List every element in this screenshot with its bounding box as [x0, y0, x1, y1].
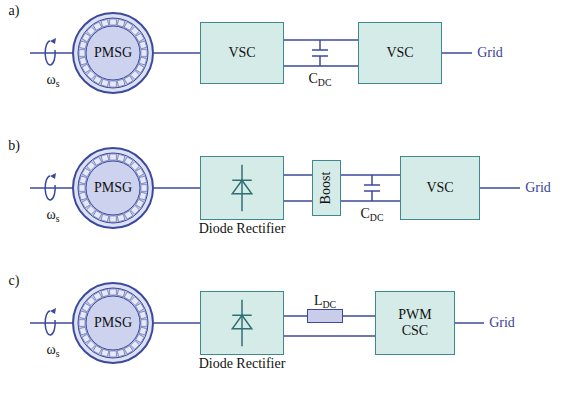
- connector-wire: [284, 315, 307, 317]
- rotation-arrow: [45, 311, 55, 335]
- arrow-head: [50, 38, 56, 44]
- symbol-label: ωs: [46, 342, 59, 357]
- connector-wire: [343, 315, 375, 317]
- symbol-label: ωs: [46, 207, 59, 222]
- panel-label: b): [8, 138, 20, 153]
- grid-label: Grid: [489, 315, 515, 330]
- connector-wire: [284, 335, 375, 337]
- arrow-head: [50, 173, 56, 179]
- inductor-box: LDC: [307, 309, 343, 323]
- panel-label: a): [9, 3, 20, 18]
- shaft: [30, 187, 73, 189]
- symbol-label: ωs: [46, 72, 59, 87]
- capacitor-symbol: [312, 40, 328, 66]
- symbol-label: CDC: [309, 71, 332, 86]
- converter-box: VSC: [400, 156, 480, 220]
- shaft: [30, 52, 73, 54]
- component-label: Diode Rectifier: [199, 221, 286, 237]
- converter-label: VSC: [386, 45, 413, 61]
- converter-label: PWM CSC: [398, 307, 431, 339]
- grid-line: [442, 52, 472, 54]
- converter-label: Boost: [318, 172, 334, 205]
- connector-wire: [154, 187, 200, 189]
- connector-wire: [284, 40, 358, 66]
- component-label: LDC: [314, 293, 336, 309]
- connector-wire: [284, 175, 312, 201]
- converter-box: Diode Rectifier: [200, 156, 284, 220]
- converter-label: VSC: [228, 45, 255, 61]
- generator-label: PMSG: [94, 315, 132, 331]
- grid-label: Grid: [477, 45, 503, 60]
- converter-box: VSC: [200, 22, 284, 84]
- converter-label: VSC: [426, 180, 453, 196]
- generator-label: PMSG: [94, 45, 132, 61]
- converter-box: VSC: [358, 22, 442, 84]
- generator-circle: PMSG: [72, 12, 154, 94]
- generator-circle: PMSG: [72, 147, 154, 229]
- panel-label: c): [9, 273, 20, 288]
- converter-box: Boost: [312, 160, 340, 216]
- connector-wire: [154, 322, 200, 324]
- converter-box: Diode Rectifier: [200, 291, 284, 355]
- generator-label: PMSG: [94, 180, 132, 196]
- converter-box: PWM CSC: [375, 291, 455, 355]
- grid-line: [480, 187, 520, 189]
- component-label: Diode Rectifier: [199, 356, 286, 372]
- arrow-head: [50, 308, 56, 314]
- diode-symbol: [201, 292, 283, 354]
- rotation-arrow: [45, 41, 55, 65]
- shaft: [30, 322, 73, 324]
- connector-wire: [341, 175, 400, 201]
- generator-circle: PMSG: [72, 282, 154, 364]
- connector-wire: [154, 52, 200, 54]
- rotation-arrow: [45, 176, 55, 200]
- grid-label: Grid: [525, 180, 551, 195]
- grid-line: [455, 322, 484, 324]
- symbol-label: CDC: [361, 206, 384, 221]
- diode-symbol: [201, 157, 283, 219]
- capacitor-symbol: [364, 175, 380, 201]
